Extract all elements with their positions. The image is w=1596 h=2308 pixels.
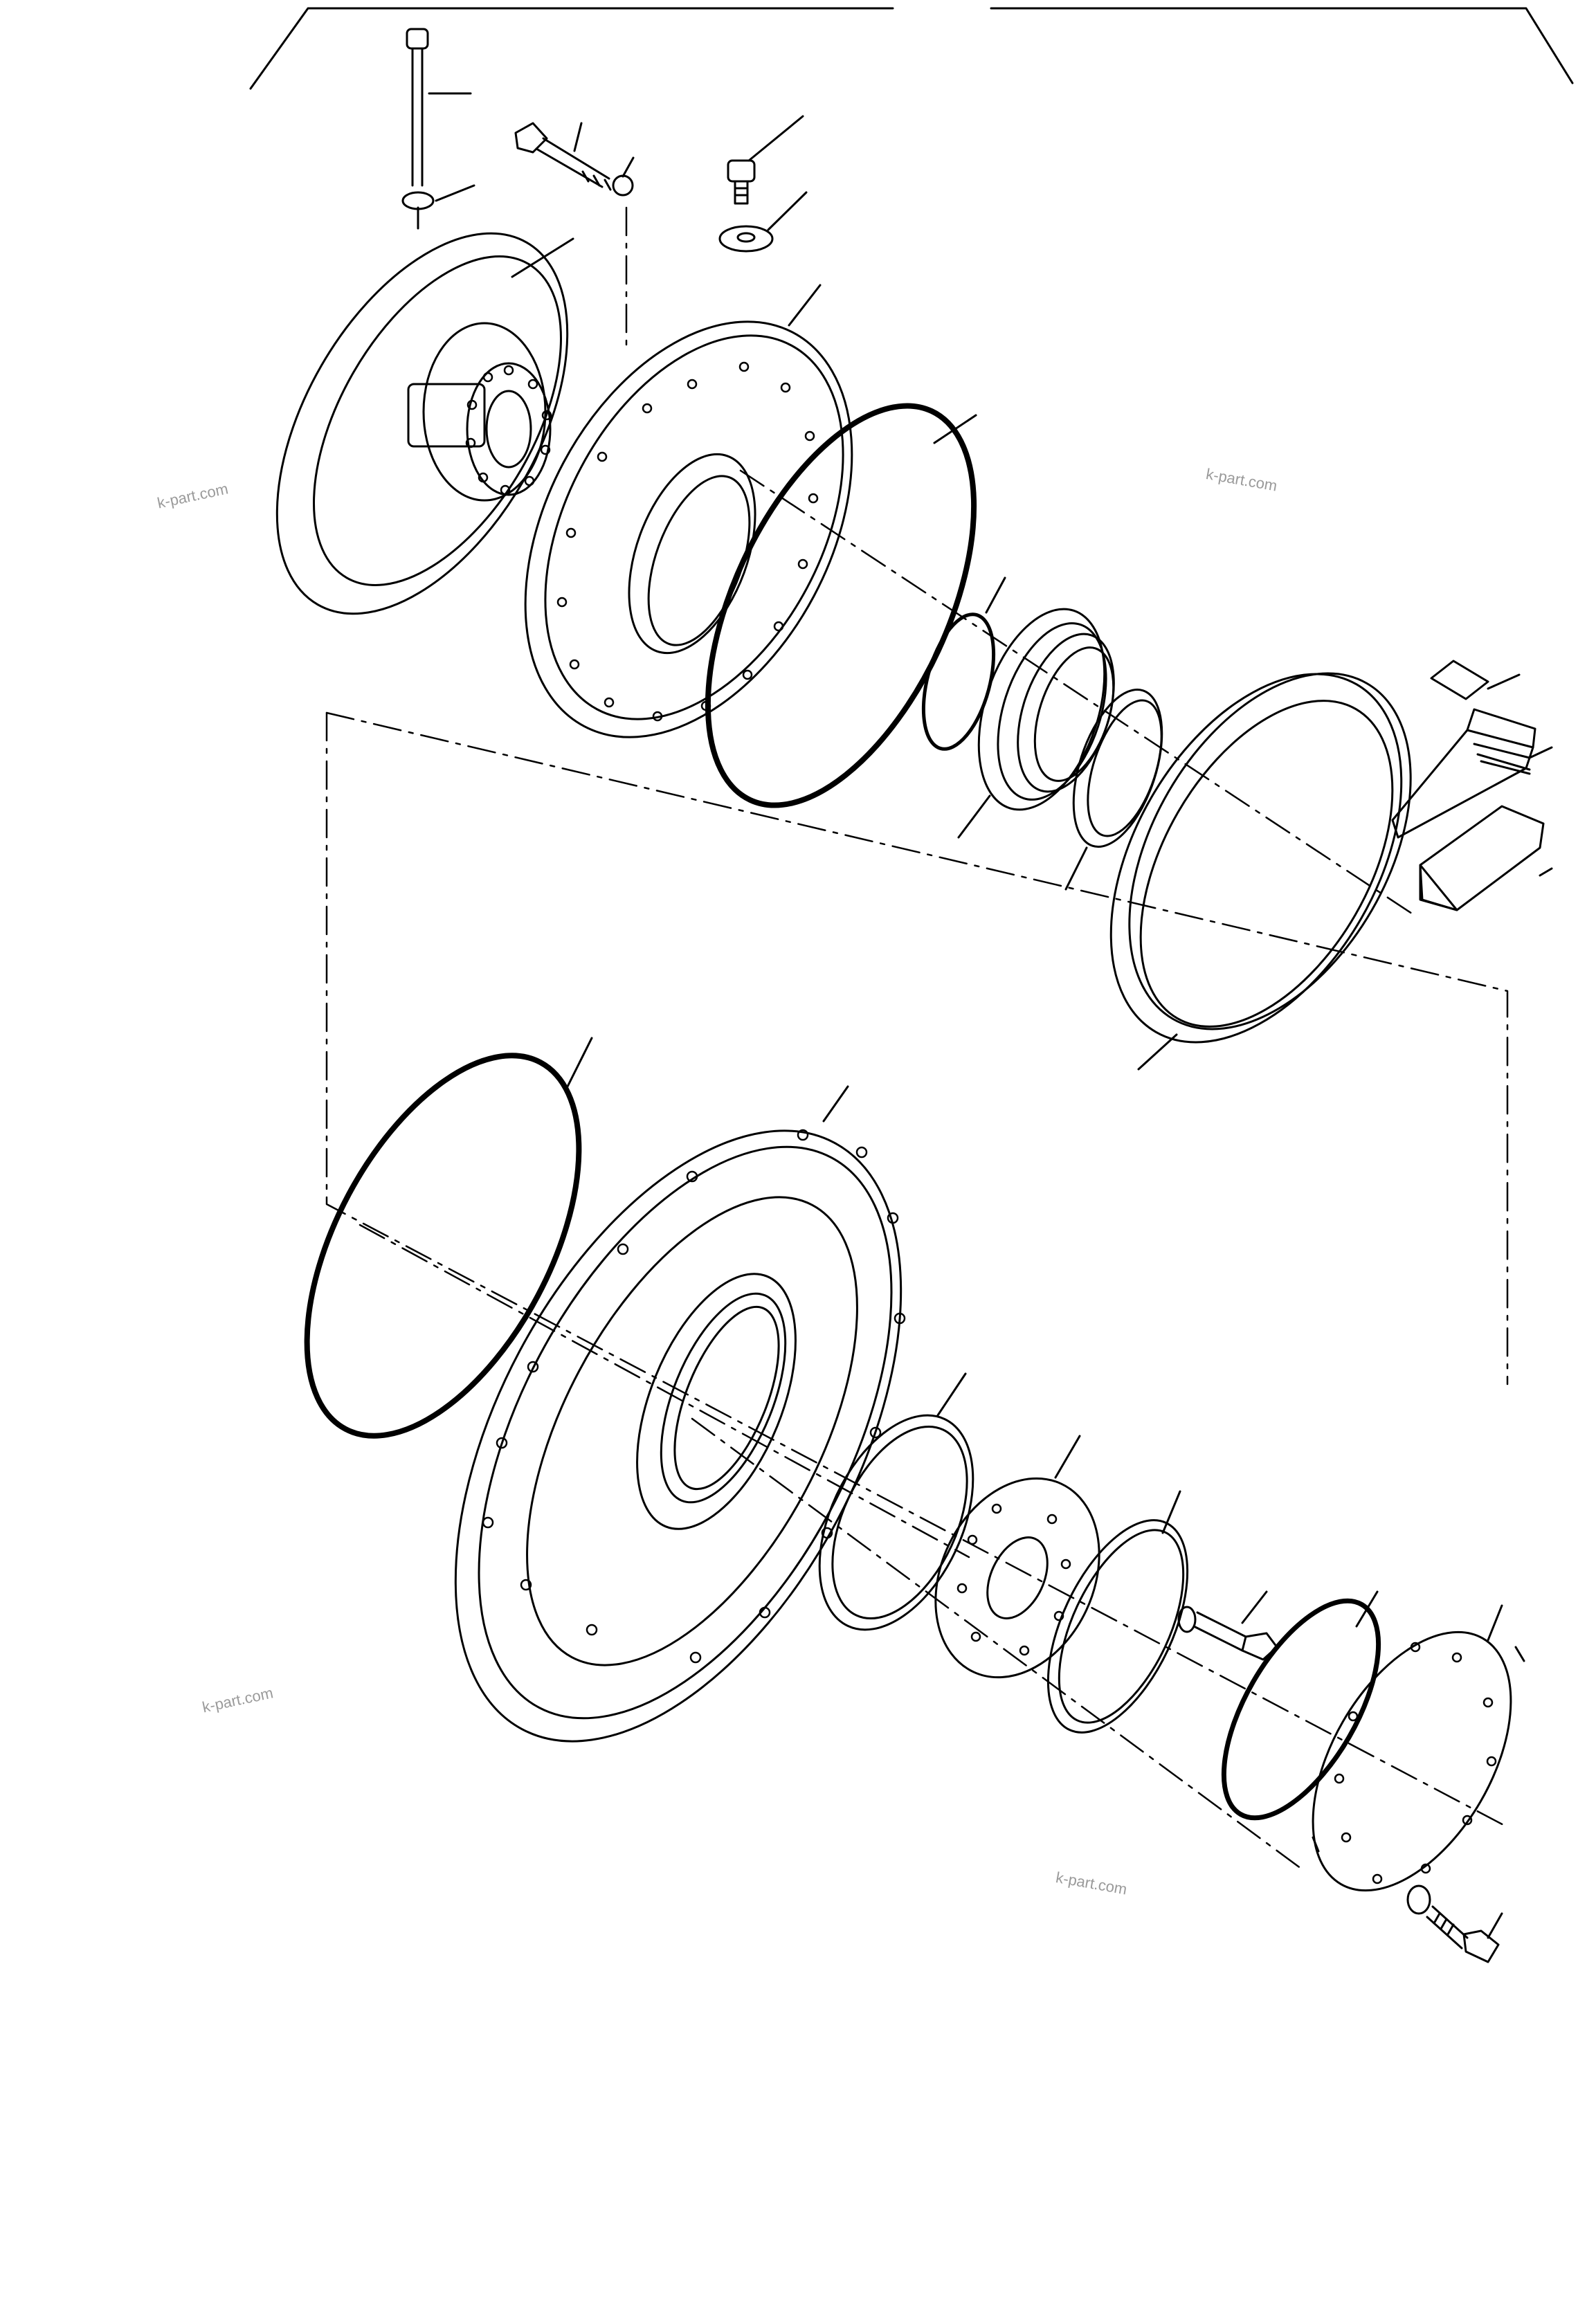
cover-bolt-part [1406, 1884, 1503, 1963]
center-bolt-part [1177, 1590, 1278, 1661]
assembly-guide-lines [325, 206, 1509, 1870]
drum-ring-part [1109, 672, 1412, 1071]
seal-ring-part [818, 1372, 974, 1631]
flange-plate-part [524, 284, 853, 738]
long-bolt-part [401, 28, 475, 230]
hub-bolt-holes [465, 365, 552, 496]
brake-pad-parts [1391, 660, 1553, 911]
retainer-plate-part [934, 1435, 1100, 1679]
bearing-part [957, 608, 1115, 839]
thin-ring-part [1046, 1490, 1189, 1734]
cover-bolt-holes [1334, 1642, 1497, 1884]
small-bolt-and-washer [718, 115, 808, 253]
end-cover-part [1312, 1604, 1525, 1892]
large-o-ring-part [705, 403, 977, 808]
frame-lines [249, 7, 1574, 90]
cover-o-ring-part [1221, 1590, 1381, 1821]
hex-bolt-part [514, 122, 635, 197]
lower-o-ring-part [304, 1037, 593, 1439]
rear-drum-part [275, 232, 574, 615]
retainer-bolt-holes [956, 1503, 1071, 1656]
housing-bolt-holes [482, 1129, 906, 1664]
flange-bolt-holes [556, 361, 819, 722]
spacer-ring-part [1064, 688, 1163, 891]
